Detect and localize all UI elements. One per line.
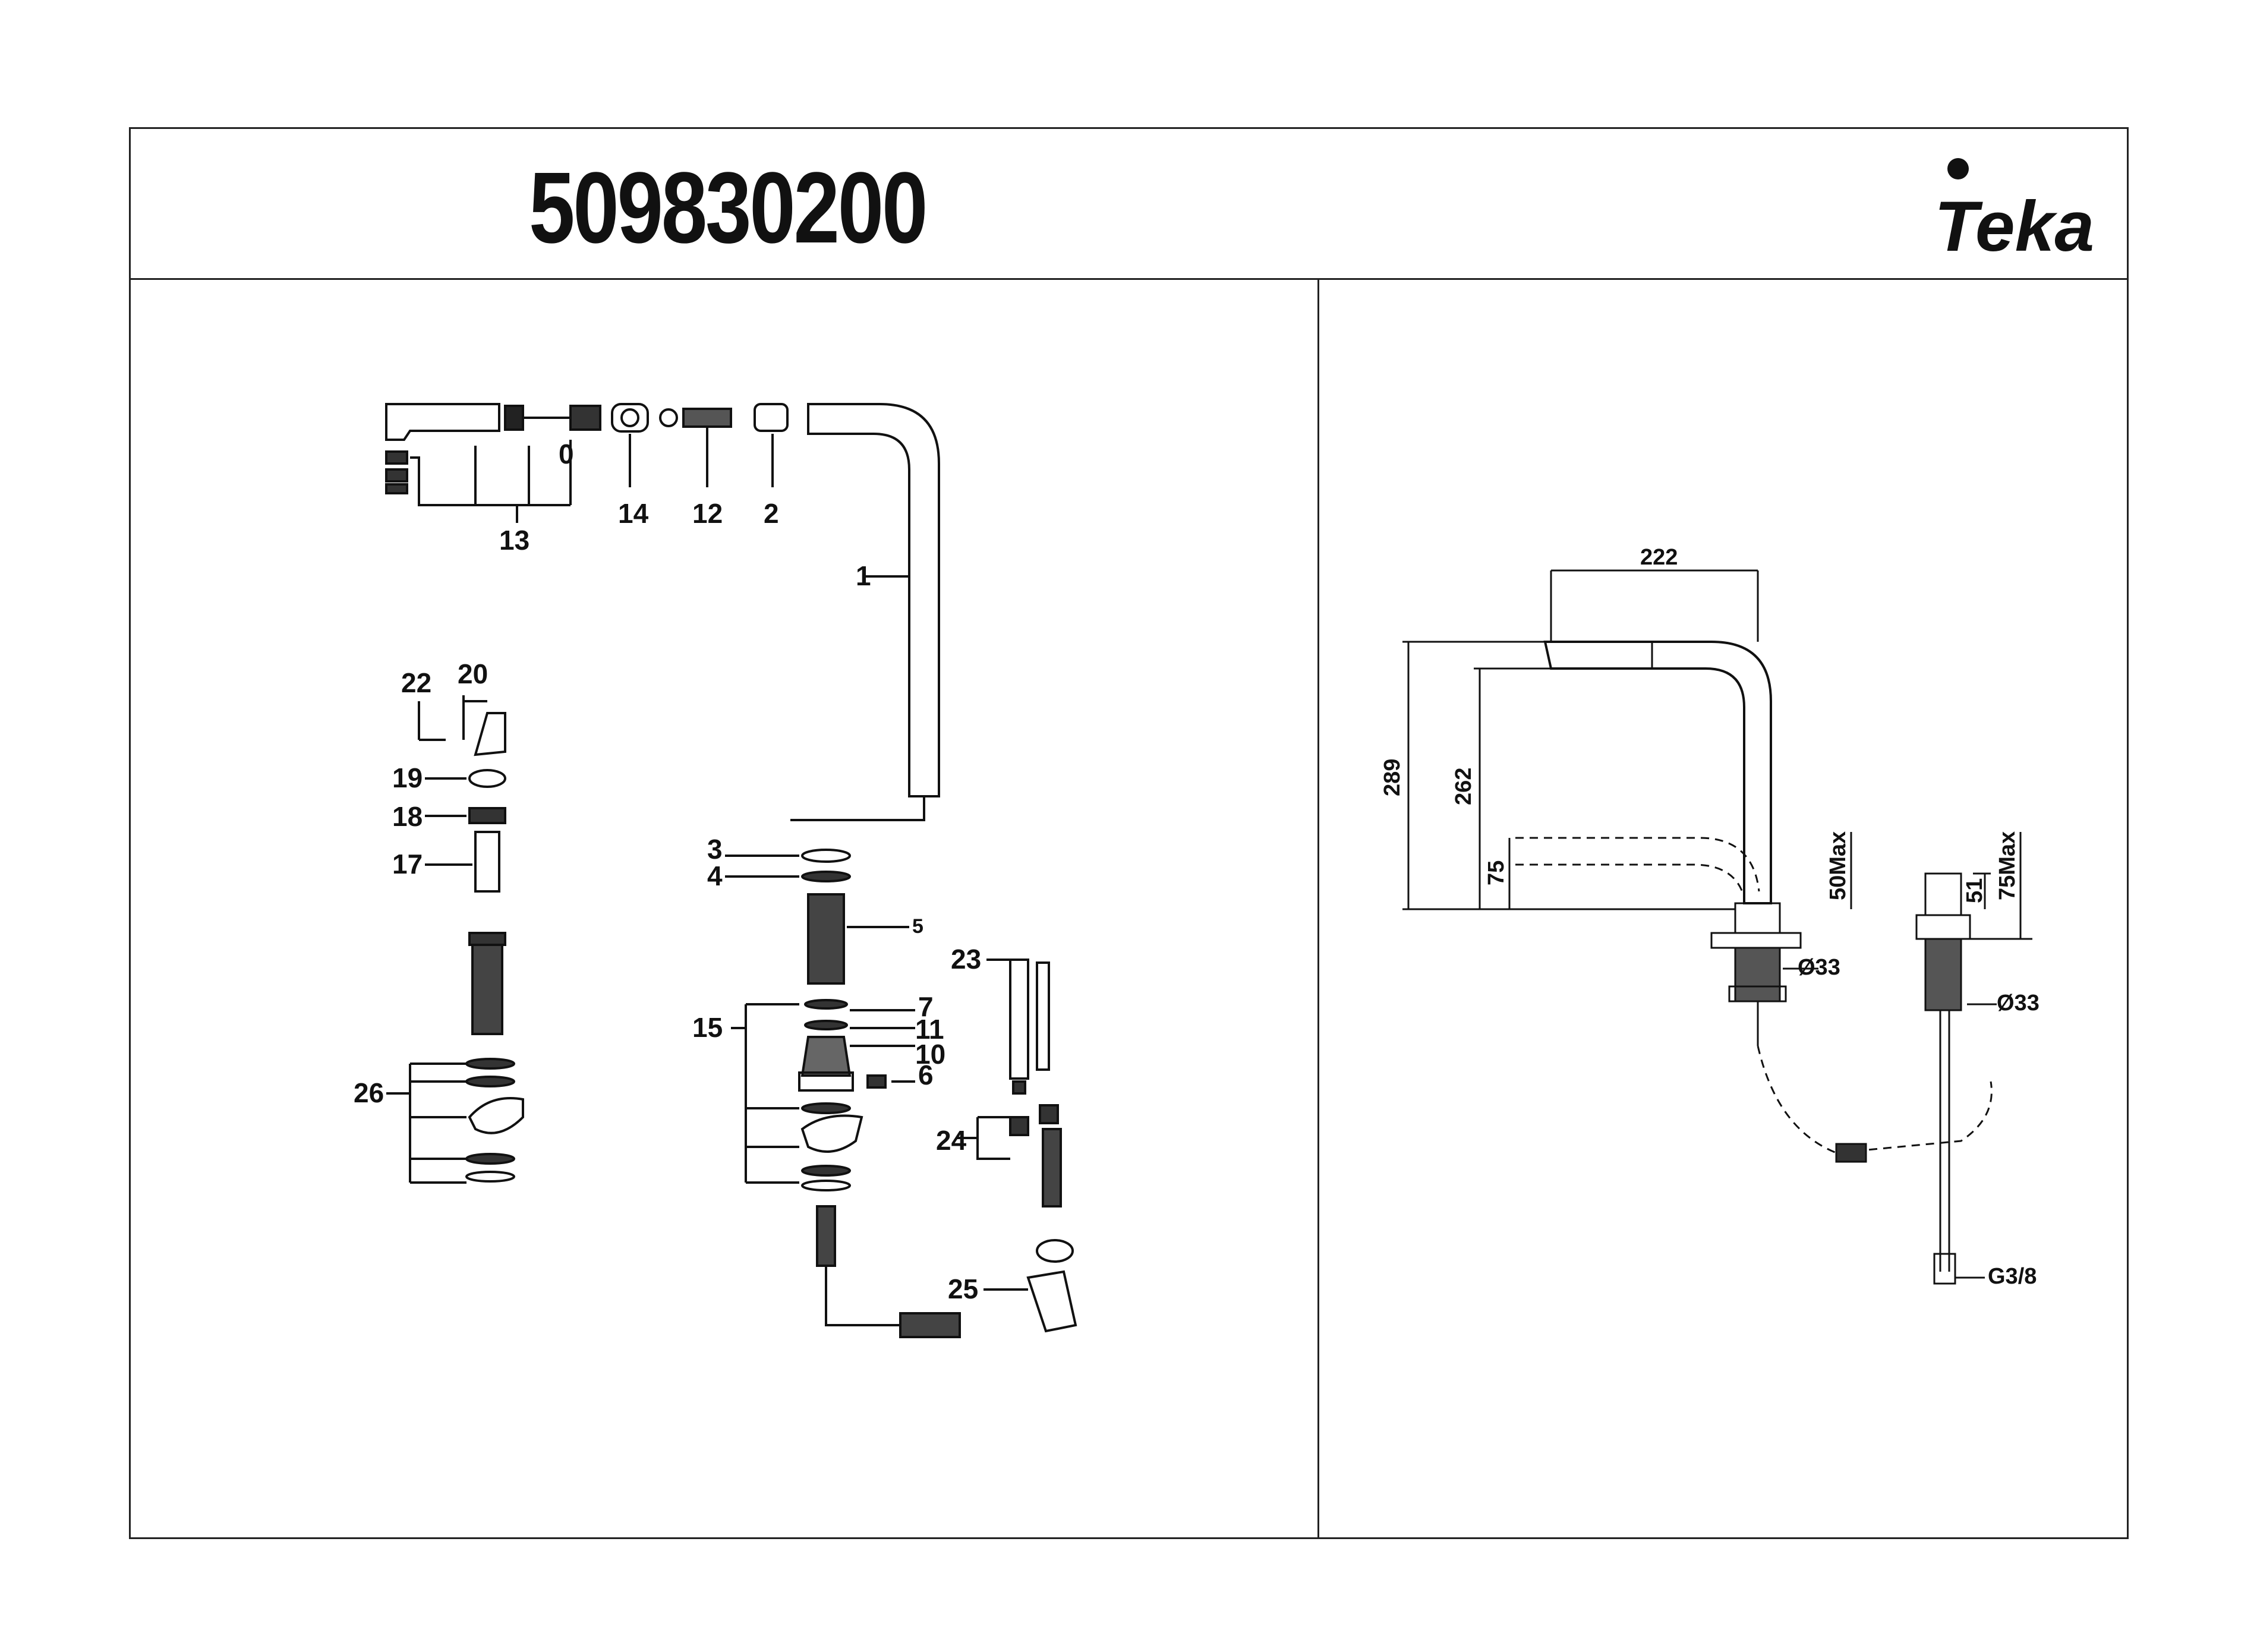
hose-23b — [1036, 961, 1050, 1071]
nut-18 — [468, 807, 506, 824]
dim-dia33-right: Ø33 — [1997, 991, 2040, 1016]
label-12: 12 — [692, 498, 723, 529]
label-14: 14 — [618, 498, 649, 529]
dim-222: 222 — [1640, 545, 1678, 570]
label-3: 3 — [707, 834, 723, 865]
washer-3 — [801, 849, 851, 863]
cap-19 — [468, 769, 506, 788]
label-22: 22 — [401, 667, 431, 698]
mounting-shank — [1734, 947, 1781, 1002]
label-19: 19 — [392, 762, 423, 793]
part-12-washer — [659, 408, 678, 427]
label-10: 10 — [915, 1039, 945, 1070]
faucet-base — [1734, 902, 1781, 934]
svg-text:Teka: Teka — [1934, 187, 2094, 263]
sheet-border — [129, 127, 2129, 1539]
label-17: 17 — [392, 849, 423, 879]
valve-25 — [1026, 1270, 1077, 1333]
o-ring-25 — [1036, 1239, 1074, 1263]
label-25: 25 — [948, 1273, 978, 1304]
label-13: 13 — [499, 525, 529, 556]
label-24: 24 — [936, 1125, 967, 1156]
handle-20 — [474, 712, 506, 756]
model-number: 509830200 — [529, 152, 928, 264]
spray-head-body — [385, 403, 500, 441]
label-1: 1 — [856, 560, 871, 591]
label-20: 20 — [458, 658, 488, 689]
label-0: 0 — [559, 439, 574, 469]
base-plate — [1710, 932, 1802, 949]
label-4: 4 — [707, 860, 723, 891]
hose-23 — [1009, 959, 1029, 1080]
faucet-spout-outline — [1543, 641, 1772, 904]
part-2-sleeve — [754, 403, 789, 432]
spray-head-connector — [504, 405, 524, 431]
spout-tube-1 — [807, 403, 940, 797]
bracket-15 — [800, 1114, 863, 1153]
label-5: 5 — [912, 915, 923, 938]
dim-thread: G3/8 — [1988, 1264, 2037, 1289]
sleeve-5 — [807, 893, 845, 985]
header-divider — [129, 278, 2129, 280]
check-valve-0 — [569, 405, 601, 431]
part-14-nut — [611, 403, 649, 433]
dim-dia33-left: Ø33 — [1798, 955, 1840, 980]
dim-262: 262 — [1451, 768, 1476, 805]
dim-51: 51 — [1962, 878, 1987, 903]
handle-base — [1915, 914, 1971, 940]
label-18: 18 — [392, 801, 423, 832]
label-7: 7 — [918, 991, 934, 1022]
part-12-connector — [682, 408, 732, 428]
nut-10 — [800, 1036, 852, 1077]
part-labels: 0 1 2 3 4 5 6 7 10 11 12 13 14 15 17 18 … — [354, 439, 981, 1304]
hose-25 — [899, 1312, 961, 1338]
cartridge-17 — [474, 831, 500, 893]
fixing-bracket-26 — [468, 1097, 524, 1134]
side-handle — [1924, 872, 1962, 916]
teka-logo: Teka — [1934, 158, 2094, 263]
panel-divider — [1317, 278, 1319, 1539]
dim-50max: 50Max — [1826, 831, 1851, 900]
thread-connector — [1933, 1253, 1956, 1285]
label-15: 15 — [692, 1012, 723, 1043]
dim-75: 75 — [1484, 860, 1509, 885]
threaded-rod — [471, 944, 503, 1035]
label-23: 23 — [951, 944, 981, 975]
dim-289: 289 — [1380, 759, 1405, 796]
label-26: 26 — [354, 1077, 384, 1108]
base-6 — [798, 1071, 854, 1092]
label-2: 2 — [764, 498, 779, 529]
label-6: 6 — [918, 1060, 934, 1090]
label-11: 11 — [915, 1014, 944, 1045]
dim-75max: 75Max — [1995, 831, 2020, 900]
